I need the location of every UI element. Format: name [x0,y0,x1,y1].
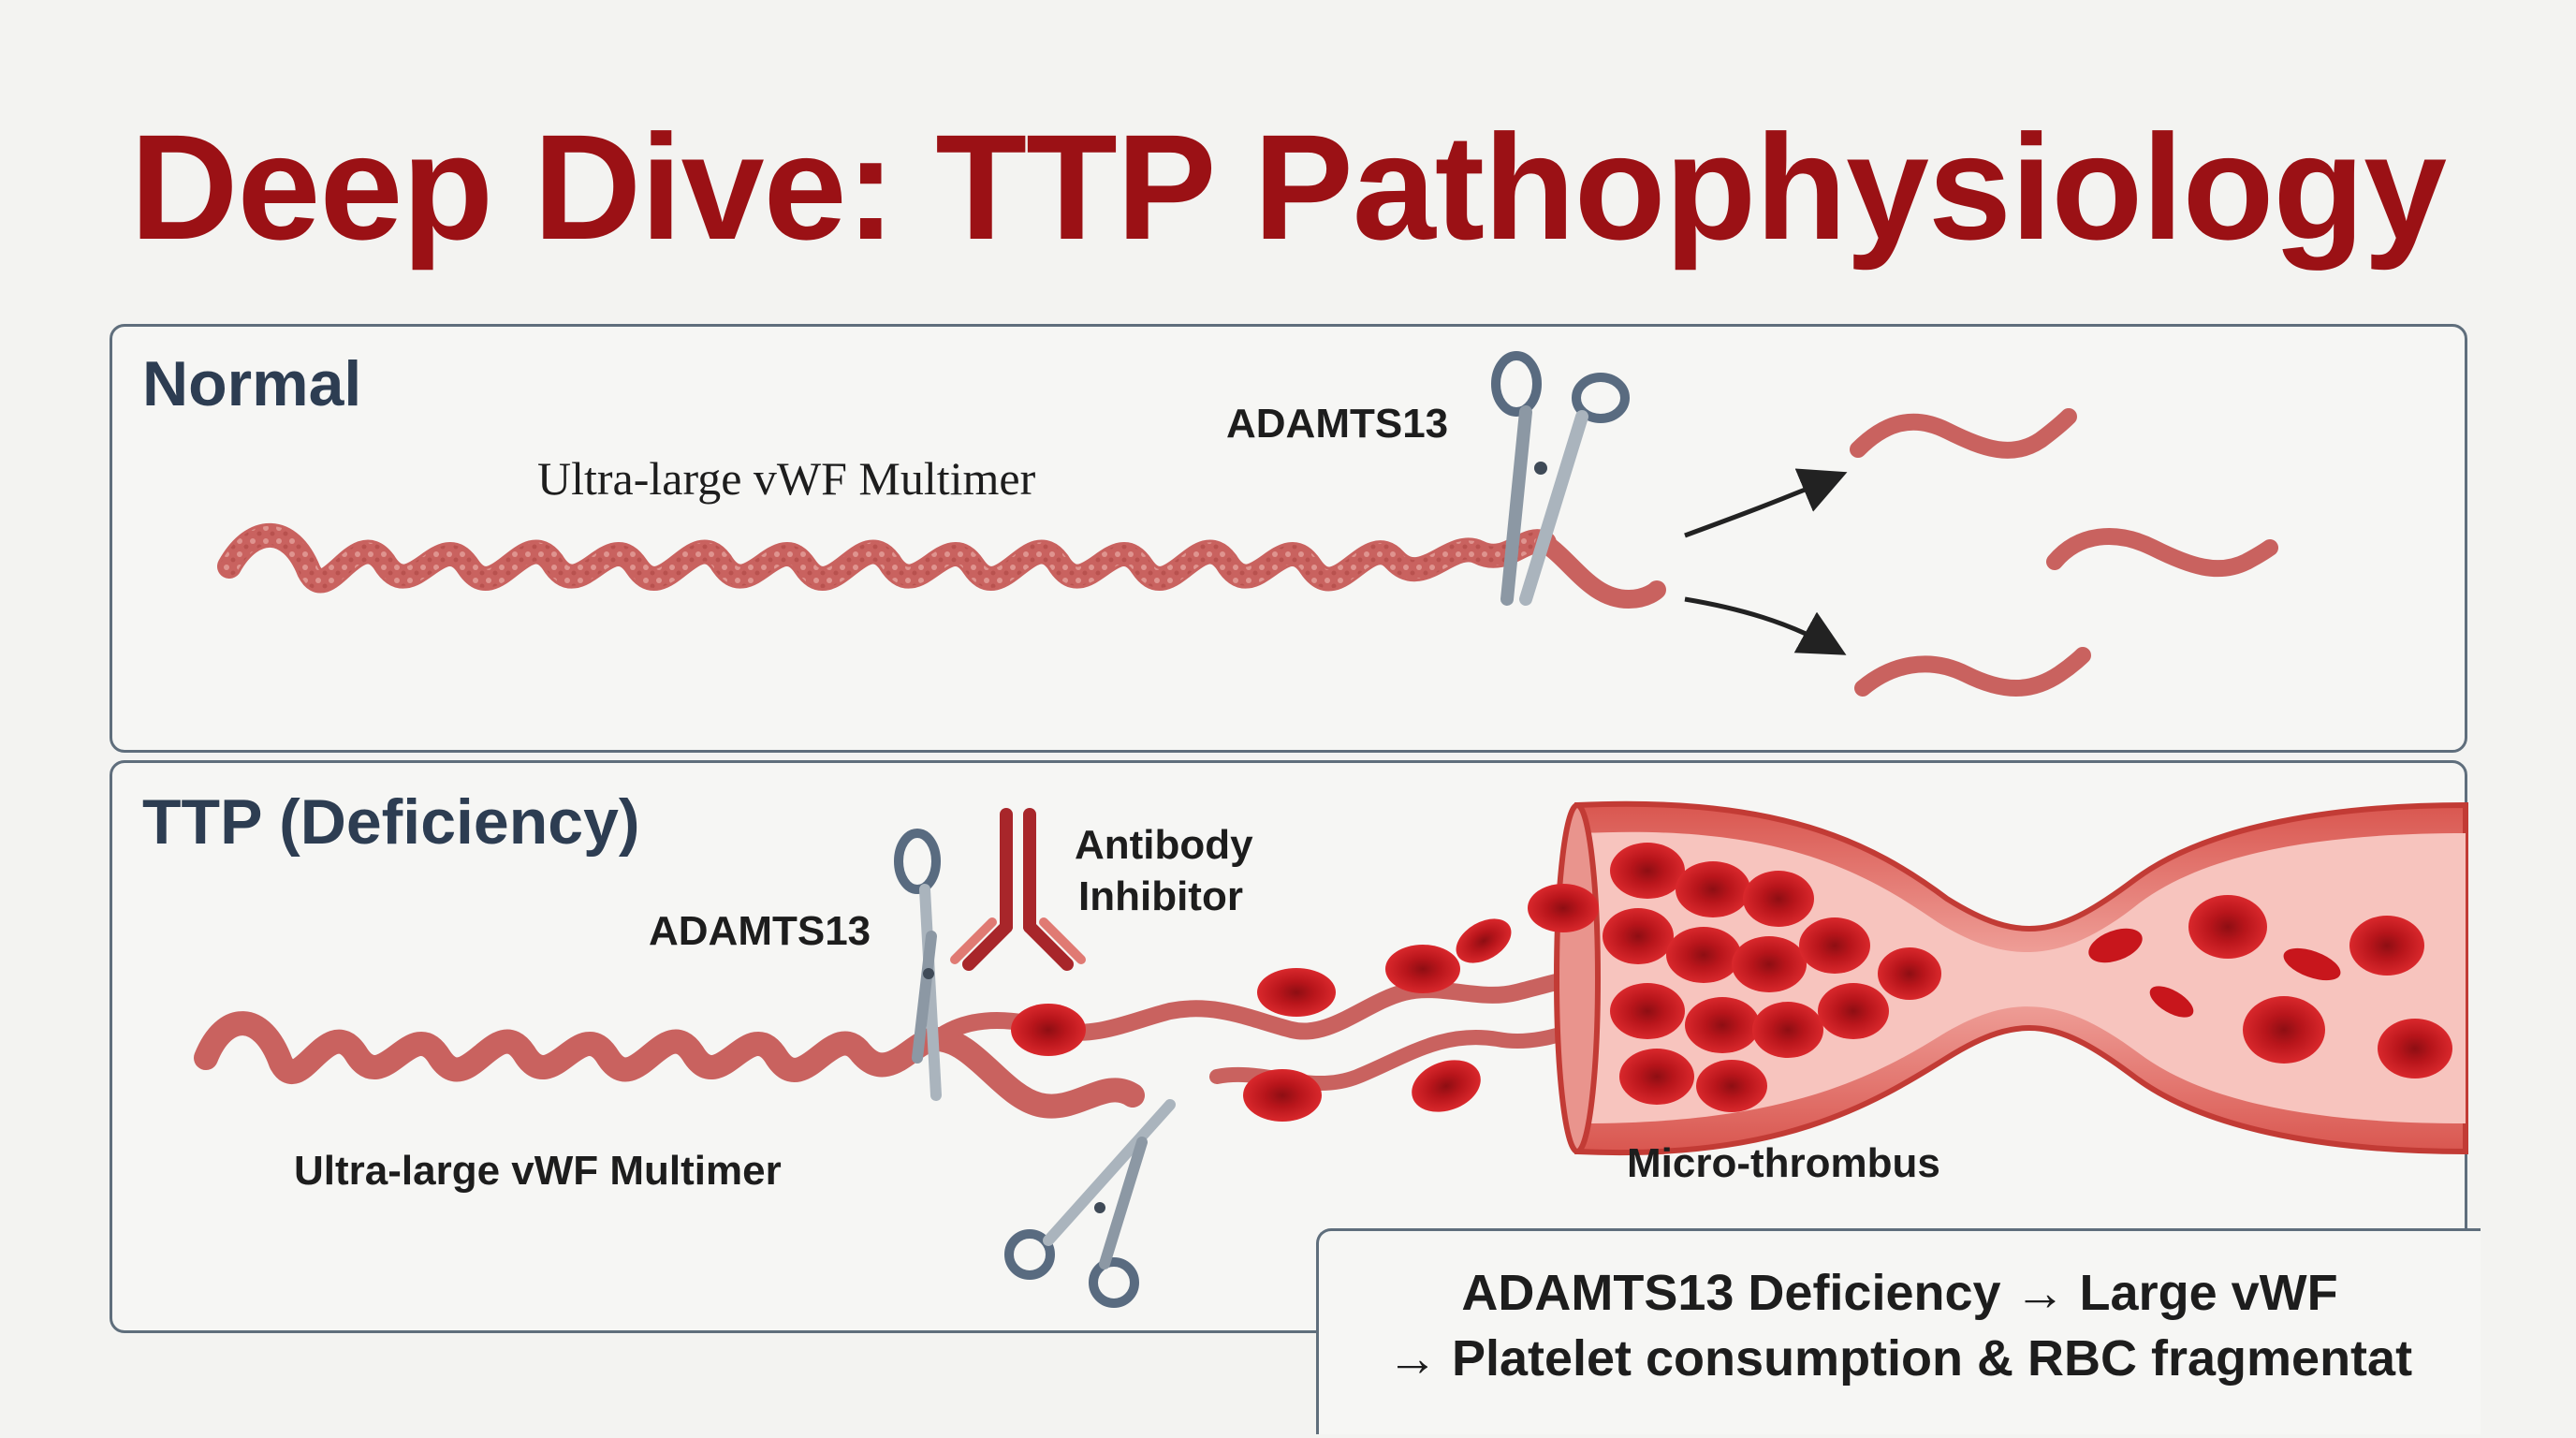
normal-vwf-multimer [217,522,1666,609]
summary-line-1: ADAMTS13 Deficiency → Large vWF [1461,1265,2338,1321]
ttp-enzyme-label: ADAMTS13 [649,908,871,954]
page-title: Deep Dive: TTP Pathophysiology [129,103,2447,271]
normal-enzyme-label: ADAMTS13 [1226,401,1449,447]
ttp-heading: TTP (Deficiency) [142,786,640,858]
summary-box: ADAMTS13 Deficiency → Large vWF → Platel… [1316,1228,2481,1434]
thrombus-label: Micro-thrombus [1627,1140,1940,1186]
arrow-up [1684,468,1848,538]
ttp-vwf-multimer [194,965,1618,1119]
antibody-label-line2: Inhibitor [1078,873,1243,919]
red-blood-cells [1011,843,2452,1122]
detached-scissors-icon [1004,1099,1176,1308]
normal-scissors-icon [1491,351,1630,606]
antibody-icon [950,808,1086,971]
antibody-label-line1: Antibody [1075,822,1253,868]
normal-multimer-label: Ultra-large vWF Multimer [537,452,1036,505]
summary-line-2: → Platelet consumption & RBC fragmentat [1386,1330,2413,1387]
arrow-down [1684,596,1847,655]
vwf-fragments [1850,408,2278,697]
ttp-multimer-label: Ultra-large vWF Multimer [294,1148,782,1194]
normal-heading: Normal [142,348,362,419]
ttp-scissors-icon [894,829,942,1101]
